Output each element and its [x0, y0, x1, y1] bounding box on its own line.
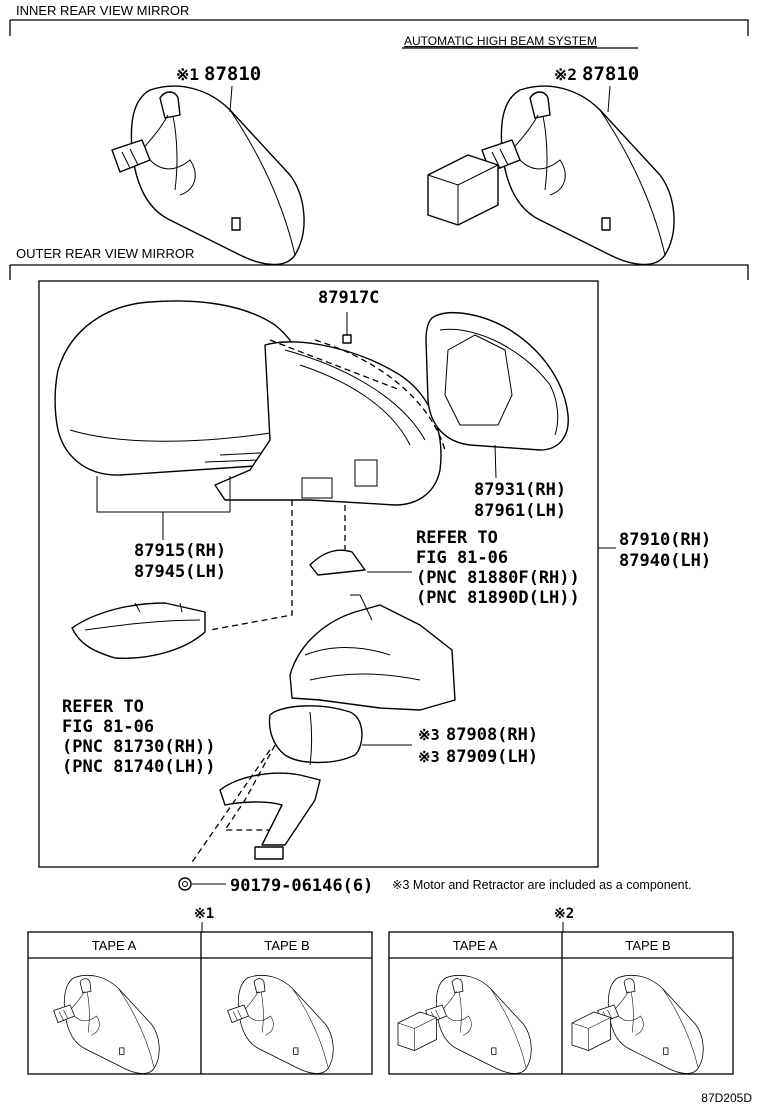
motor-lh: 87909(LH)	[446, 747, 538, 767]
inner-mirror-1-leader	[229, 85, 233, 113]
screw-part-number: 87917C	[318, 288, 379, 308]
wire-harness-illustration	[219, 772, 321, 846]
inner-mirror-2-illustration	[481, 85, 675, 266]
refer-b-line4: (PNC 81740(LH))	[62, 757, 216, 777]
mirror-glass-illustration	[425, 312, 569, 451]
outer-section-bracket	[9, 264, 749, 280]
refer-a-line4: (PNC 81890D(LH))	[416, 588, 580, 608]
refer-b-line3: (PNC 81730(RH))	[62, 737, 216, 757]
table-2-col-a: TAPE A	[453, 938, 498, 953]
mirror-glass-lh: 87961(LH)	[474, 501, 566, 521]
table-1-tape-a-illustration	[53, 974, 160, 1074]
table-2-col-b: TAPE B	[625, 938, 670, 953]
table-2-tape-a-illustration	[425, 974, 532, 1074]
clip-part-number: 90179-06146(6)	[230, 876, 373, 896]
inner-mirror-1-part-number: 87810	[204, 63, 261, 85]
outer-section-title: OUTER REAR VIEW MIRROR	[16, 246, 194, 261]
mirror-cover-lh: 87945(LH)	[134, 562, 226, 582]
inner-section-bracket	[9, 19, 749, 36]
camera-module-illustration	[427, 154, 499, 226]
inner-mirror-1-illustration	[111, 85, 305, 266]
refer-a-line3: (PNC 81880F(RH))	[416, 568, 580, 588]
table-2-mark: ※2	[554, 906, 574, 922]
table-1-tape-b-illustration	[227, 974, 334, 1074]
refer-b-line1: REFER TO	[62, 697, 144, 717]
mirror-cover-bracket	[96, 476, 231, 513]
motor-mark-2: ※3	[418, 748, 440, 766]
mirror-glass-leader	[494, 444, 497, 479]
clip-icon	[178, 877, 192, 891]
footer-code: 87D205D	[701, 1091, 752, 1105]
inner-mirror-2-leader	[607, 85, 611, 113]
inner-section-title: INNER REAR VIEW MIRROR	[16, 3, 189, 18]
turn-lamp-illustration	[71, 602, 206, 659]
mirror-cover-rh: 87915(RH)	[134, 541, 226, 561]
refer-a-line2: FIG 81-06	[416, 548, 508, 568]
refer-b-line2: FIG 81-06	[62, 717, 154, 737]
motor-mark-1: ※3	[418, 726, 440, 744]
side-lamp-lens-illustration	[309, 549, 366, 576]
assembly-lh: 87940(LH)	[619, 551, 711, 571]
motor-rh: 87908(RH)	[446, 725, 538, 745]
inner-mirror-1-mark: ※1	[176, 65, 199, 84]
refer-a-line1: REFER TO	[416, 528, 498, 548]
table-2-frame	[388, 931, 734, 1075]
motor-base-illustration	[268, 705, 363, 764]
auto-high-beam-title: AUTOMATIC HIGH BEAM SYSTEM	[404, 34, 597, 48]
inner-mirror-2-mark: ※2	[554, 65, 577, 84]
mirror-glass-rh: 87931(RH)	[474, 480, 566, 500]
table-1-col-b: TAPE B	[264, 938, 309, 953]
outer-mirror-assembly-frame	[38, 280, 599, 868]
table-1-mark: ※1	[194, 906, 214, 922]
table-1-col-a: TAPE A	[92, 938, 137, 953]
screw-illustration	[342, 334, 352, 344]
table-1-frame	[27, 931, 373, 1075]
table-2-tape-b-illustration	[597, 974, 704, 1074]
inner-mirror-2-part-number: 87810	[582, 63, 639, 85]
component-note: ※3 Motor and Retractor are included as a…	[392, 878, 692, 892]
assembly-rh: 87910(RH)	[619, 530, 711, 550]
retractor-illustration	[289, 604, 456, 711]
